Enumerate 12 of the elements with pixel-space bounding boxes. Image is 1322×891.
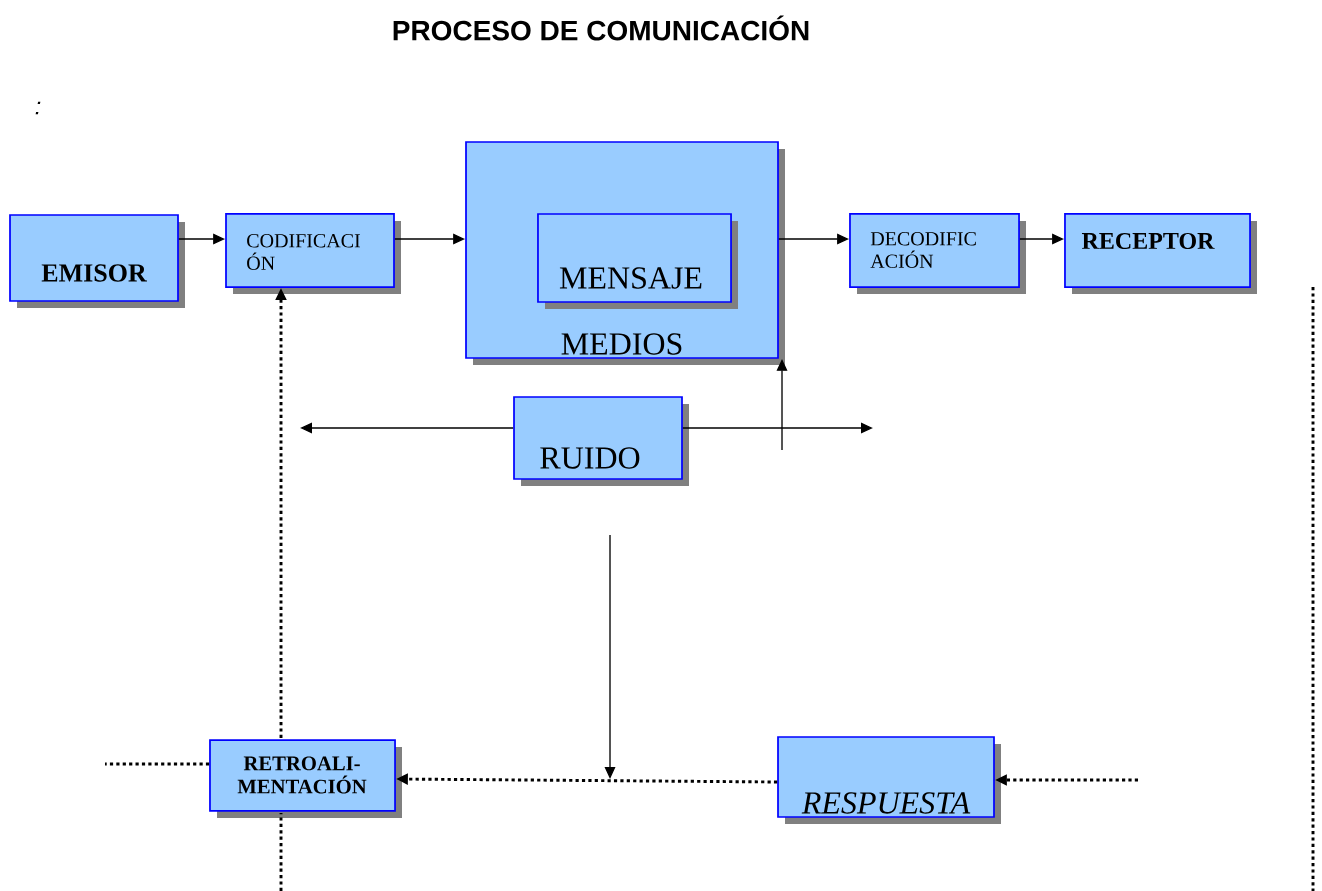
- process-box: RESPUESTA: [777, 736, 1001, 824]
- process-box: DECODIFIC ACIÓN: [849, 213, 1026, 294]
- arrow: [682, 422, 873, 434]
- process-box: CODIFICACI ÓN: [225, 213, 401, 294]
- process-box: EMISOR: [9, 214, 185, 308]
- dotted-line: [105, 762, 210, 766]
- process-box: RUIDO: [513, 396, 689, 486]
- process-box: RECEPTOR: [1064, 213, 1257, 294]
- process-box: MENSAJE: [537, 213, 738, 309]
- process-box: RETROALI- MENTACIÓN: [209, 739, 402, 818]
- note-text: :: [35, 101, 41, 115]
- title: PROCESO DE COMUNICACIÓN: [393, 15, 809, 41]
